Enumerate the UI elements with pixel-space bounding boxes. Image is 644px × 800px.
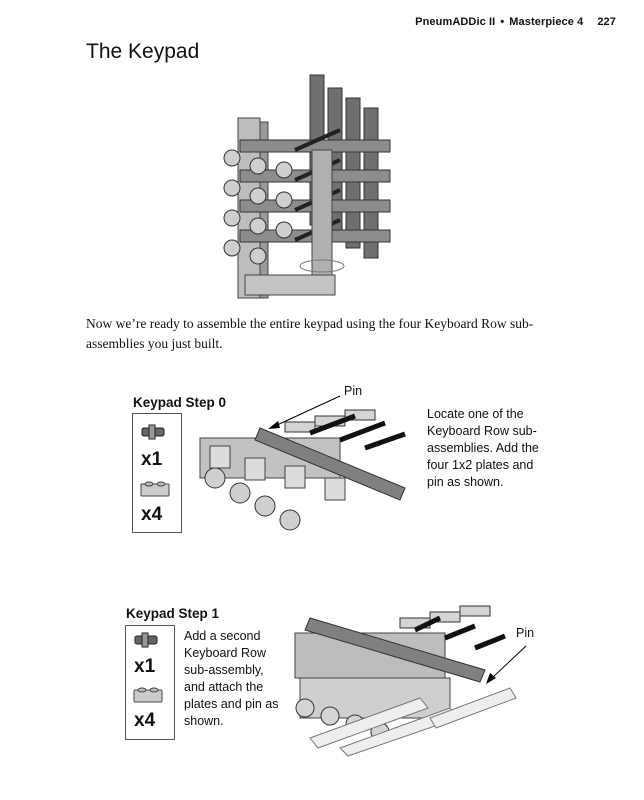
step-0-description: Locate one of the Keyboard Row sub-assem… xyxy=(427,406,547,491)
step-1-parts-box: x1 x4 xyxy=(125,625,175,740)
pin-part-icon xyxy=(135,633,157,647)
step-1-description: Add a second Keyboard Row sub-assembly, … xyxy=(184,628,282,730)
step-1-plate-qty: x4 xyxy=(134,710,155,732)
step-0-illustration xyxy=(190,388,420,538)
plate-1x2-part-icon xyxy=(134,688,162,702)
running-title: PneumADDic II xyxy=(415,16,495,28)
step-1-illustration xyxy=(280,598,550,758)
header-separator: • xyxy=(500,16,504,28)
keypad-assembly-illustration xyxy=(200,70,410,310)
section-title: The Keypad xyxy=(86,40,199,64)
plate-1x2-part-icon xyxy=(141,482,169,496)
pin-part-icon xyxy=(142,425,164,439)
step-0-plate-qty: x4 xyxy=(141,504,162,526)
step-1-pin-qty: x1 xyxy=(134,656,155,678)
chapter-name: Masterpiece 4 xyxy=(509,16,583,28)
intro-paragraph: Now we’re ready to assemble the entire k… xyxy=(86,314,586,354)
step-1-title: Keypad Step 1 xyxy=(126,606,219,621)
page-number: 227 xyxy=(597,16,616,28)
running-header: PneumADDic II • Masterpiece 4 227 xyxy=(415,16,616,28)
step-0-pin-qty: x1 xyxy=(141,449,162,471)
step-0-parts-box: x1 x4 xyxy=(132,413,182,533)
